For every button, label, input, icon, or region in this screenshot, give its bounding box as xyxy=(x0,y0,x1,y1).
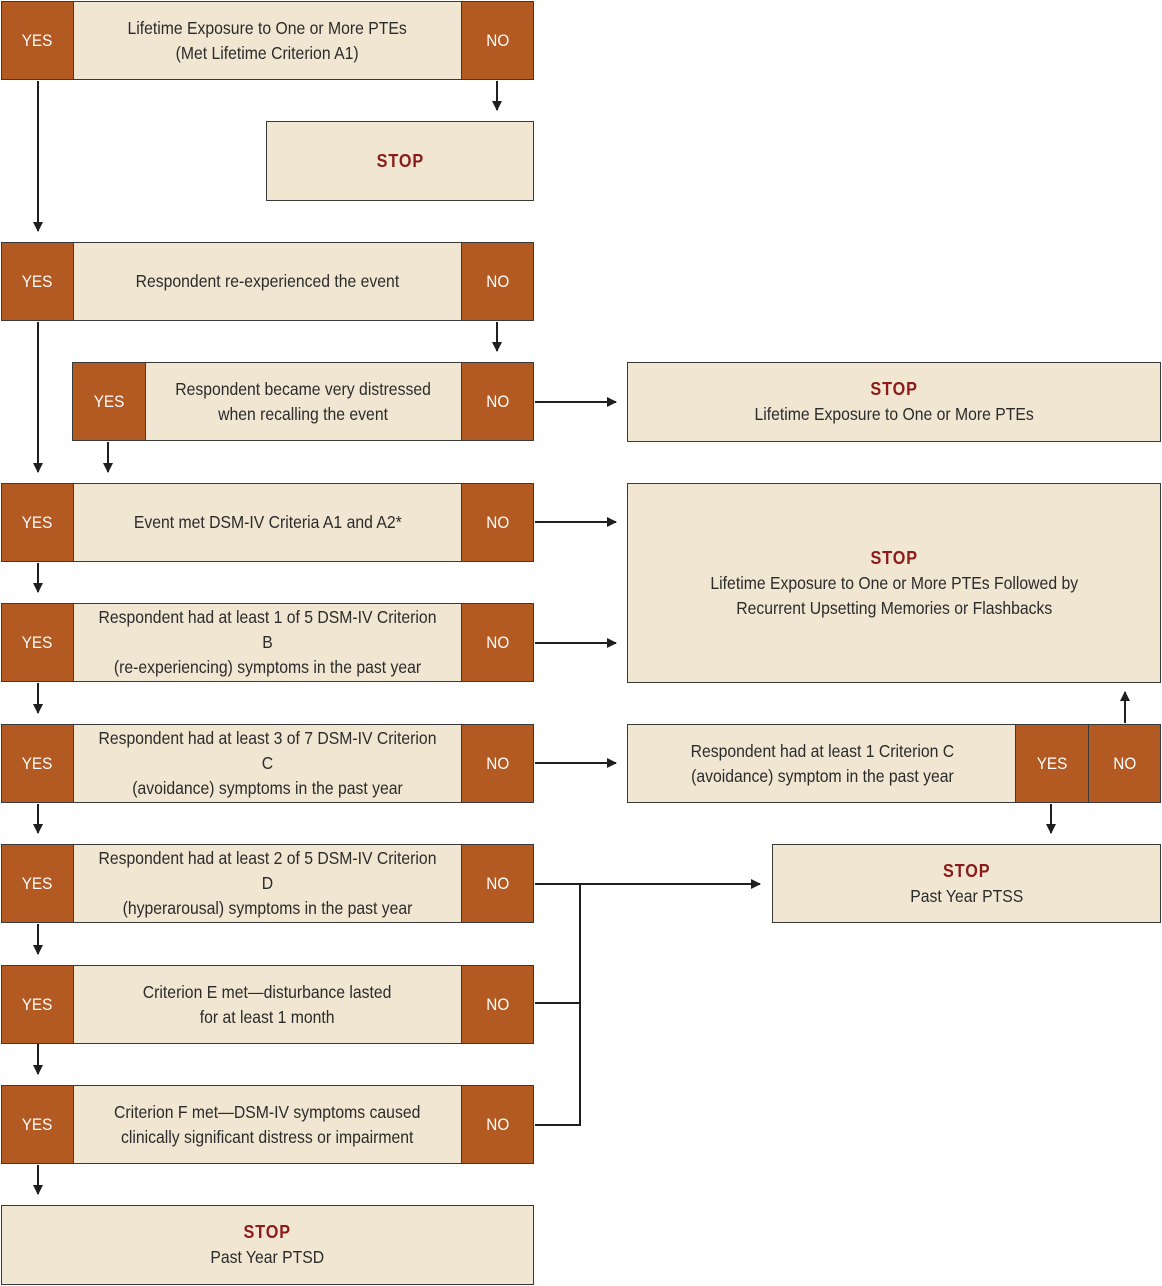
yes-cell-q5: YES xyxy=(1,603,74,682)
no-cell-q2: NO xyxy=(461,242,534,321)
no-cell-q9-label: NO xyxy=(486,1114,509,1134)
decision-text: Respondent had at least 1 of 5 DSM-IV Cr… xyxy=(98,607,437,677)
decision-q6: Respondent had at least 3 of 7 DSM-IV Cr… xyxy=(73,724,462,803)
decision-text: Respondent had at least 2 of 5 DSM-IV Cr… xyxy=(98,848,437,918)
decision-q7: Respondent had at least 2 of 5 DSM-IV Cr… xyxy=(73,844,462,923)
yes-cell-q7-label: YES xyxy=(22,873,53,893)
outcome-text-wrap: STOP Past Year PTSD xyxy=(211,1220,325,1270)
yes-cell-q3: YES xyxy=(72,362,146,441)
no-cell-q7-label: NO xyxy=(486,873,509,893)
stop-label: STOP xyxy=(376,150,424,171)
decision-q1: Lifetime Exposure to One or More PTEs (M… xyxy=(73,1,462,80)
outcome-text: Lifetime Exposure to One or More PTEs xyxy=(754,404,1034,424)
decision-q2: Respondent re-experienced the event xyxy=(73,242,462,321)
no-cell-q6-label: NO xyxy=(486,753,509,773)
yes-cell-q2: YES xyxy=(1,242,74,321)
stop-label: STOP xyxy=(870,379,918,399)
decision-q10: Respondent had at least 1 Criterion C (a… xyxy=(627,724,1017,803)
no-cell-q1-label: NO xyxy=(486,30,509,50)
decision-text: Criterion F met—DSM-IV symptoms caused c… xyxy=(114,1101,421,1147)
no-cell-q8: NO xyxy=(461,965,534,1044)
outcome-text-wrap: STOP xyxy=(376,149,423,174)
no-cell-q4-label: NO xyxy=(486,512,509,532)
no-cell-q8-label: NO xyxy=(486,994,509,1014)
decision-q9: Criterion F met—DSM-IV symptoms caused c… xyxy=(73,1085,462,1164)
decision-text: Respondent became very distressed when r… xyxy=(175,378,432,424)
decision-text: Respondent re-experienced the event xyxy=(135,271,400,291)
decision-text: Criterion E met—disturbance lasted for a… xyxy=(143,981,392,1027)
stop-label: STOP xyxy=(243,1222,292,1242)
no-cell-q9: NO xyxy=(461,1085,534,1164)
yes-cell-q8: YES xyxy=(1,965,74,1044)
yes-cell-q9: YES xyxy=(1,1085,74,1164)
outcome-text: Past Year PTSS xyxy=(910,885,1023,906)
stop-label: STOP xyxy=(870,547,918,568)
no-cell-q1: NO xyxy=(461,1,534,80)
outcome-stop5: STOP Past Year PTSD xyxy=(1,1205,534,1285)
no-cell-q3-label: NO xyxy=(486,391,509,411)
no-cell-q2-label: NO xyxy=(486,271,509,291)
decision-q3: Respondent became very distressed when r… xyxy=(145,362,462,441)
outcome-text-wrap: STOP Past Year PTSS xyxy=(910,859,1023,909)
no-cell-q6: NO xyxy=(461,724,534,803)
decision-text: Lifetime Exposure to One or More PTEs (M… xyxy=(127,17,408,63)
no-cell-q7: NO xyxy=(461,844,534,923)
no-cell-q3: NO xyxy=(461,362,534,441)
no-cell-q5-label: NO xyxy=(486,632,509,652)
outcome-text-wrap: STOP Lifetime Exposure to One or More PTE… xyxy=(710,546,1078,621)
no-cell-q5: NO xyxy=(461,603,534,682)
yes-cell-q5-label: YES xyxy=(22,632,53,652)
yes-cell-q3-label: YES xyxy=(93,391,125,411)
yes-cell-q8-label: YES xyxy=(22,994,53,1014)
outcome-text: Lifetime Exposure to One or More PTEs Fo… xyxy=(710,572,1078,618)
outcome-stop4: STOP Past Year PTSS xyxy=(772,844,1161,923)
connector-no-q9 xyxy=(535,884,581,1126)
decision-text: Respondent had at least 1 Criterion C (a… xyxy=(690,740,954,786)
outcome-text-wrap: STOP Lifetime Exposure to One or More PTE… xyxy=(754,377,1033,427)
no-cell-q4: NO xyxy=(461,483,534,562)
outcome-text: Past Year PTSD xyxy=(210,1247,325,1267)
yes-cell-q1: YES xyxy=(1,1,74,80)
decision-q4: Event met DSM-IV Criteria A1 and A2* xyxy=(73,483,462,562)
stop-label: STOP xyxy=(942,860,991,881)
outcome-stop2: STOP Lifetime Exposure to One or More PTE… xyxy=(627,362,1161,442)
no-cell-q10-label: NO xyxy=(1113,753,1136,773)
yes-cell-q2-label: YES xyxy=(22,271,53,291)
no-cell-q10: NO xyxy=(1088,724,1161,803)
yes-cell-q1-label: YES xyxy=(22,30,53,50)
outcome-stop1: STOP xyxy=(266,121,534,201)
yes-cell-q10-label: YES xyxy=(1036,753,1068,773)
decision-q8: Criterion E met—disturbance lasted for a… xyxy=(73,965,462,1044)
yes-cell-q6: YES xyxy=(1,724,74,803)
decision-text: Event met DSM-IV Criteria A1 and A2* xyxy=(133,512,402,532)
yes-cell-q6-label: YES xyxy=(22,753,53,773)
yes-cell-q4-label: YES xyxy=(22,512,53,532)
yes-cell-q7: YES xyxy=(1,844,74,923)
decision-q5: Respondent had at least 1 of 5 DSM-IV Cr… xyxy=(73,603,462,682)
yes-cell-q9-label: YES xyxy=(22,1114,53,1134)
decision-text: Respondent had at least 3 of 7 DSM-IV Cr… xyxy=(98,728,437,798)
outcome-stop3: STOP Lifetime Exposure to One or More PTE… xyxy=(627,483,1161,683)
